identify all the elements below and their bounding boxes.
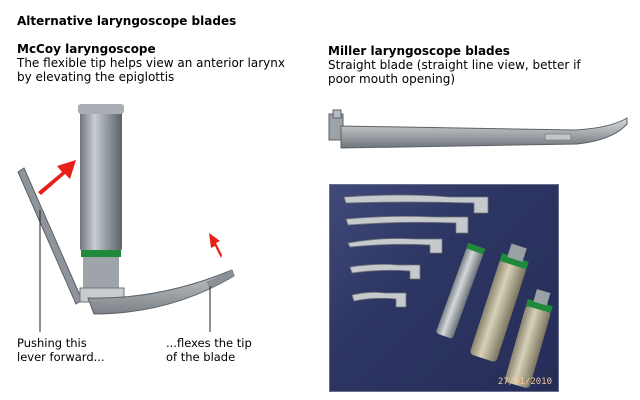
lever-caption-line2: lever forward... <box>17 350 105 364</box>
lever-caption: Pushing this lever forward... <box>17 336 105 364</box>
tip-caption-line2: of the blade <box>166 350 236 364</box>
mccoy-laryngoscope-illustration <box>17 104 235 332</box>
blades-photo: 27/01/2010 <box>329 184 559 392</box>
lever-caption-line1: Pushing this <box>17 336 87 350</box>
miller-heading: Miller laryngoscope blades <box>328 44 510 58</box>
mccoy-section: McCoy laryngoscope The flexible tip help… <box>17 42 317 84</box>
miller-blade-illustration <box>328 109 628 149</box>
miller-description-line2: poor mouth opening) <box>328 72 455 86</box>
blades-photo-content <box>343 194 553 388</box>
mccoy-description-line2: by elevating the epiglottis <box>17 70 175 84</box>
photo-date-stamp: 27/01/2010 <box>497 377 552 387</box>
tip-caption: ...flexes the tip of the blade <box>166 336 252 364</box>
page-title: Alternative laryngoscope blades <box>17 14 237 28</box>
miller-description-line1: Straight blade (straight line view, bett… <box>328 58 581 72</box>
tip-caption-line1: ...flexes the tip <box>166 336 252 350</box>
mccoy-heading: McCoy laryngoscope <box>17 42 156 56</box>
mccoy-description-line1: The flexible tip helps view an anterior … <box>17 56 285 70</box>
miller-section: Miller laryngoscope blades Straight blad… <box>328 44 628 86</box>
